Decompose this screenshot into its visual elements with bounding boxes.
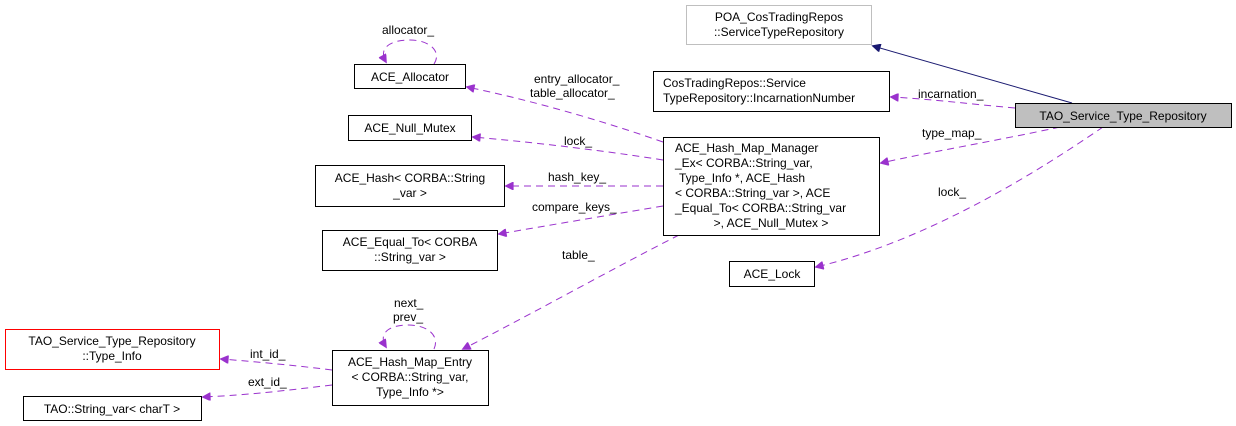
edge-next-prev-self: [383, 324, 436, 350]
node-label-line: ::String_var >: [374, 250, 446, 264]
edge-label-type-map: type_map_: [922, 126, 982, 140]
node-label-line: < CORBA::String_var >, ACE: [675, 186, 830, 200]
node-label-line: ACE_Hash_Map_Entry: [348, 355, 472, 369]
node-label-line: _Equal_To< CORBA::String_var: [674, 201, 846, 215]
node-ace-hash[interactable]: ACE_Hash< CORBA::String _var >: [315, 165, 505, 207]
node-label-line: _Ex< CORBA::String_var,: [674, 156, 813, 170]
node-label-line: >, ACE_Null_Mutex >: [714, 216, 829, 230]
node-label-line: ACE_Null_Mutex: [364, 121, 455, 135]
edge-label-next: next_: [394, 296, 424, 310]
edge-allocators: [467, 87, 664, 143]
edge-ext-id: [203, 384, 333, 397]
edge-label-prev: prev_: [393, 310, 423, 324]
node-tao-string-var[interactable]: TAO::String_var< charT >: [23, 396, 202, 421]
edge-label-int-id: int_id_: [250, 347, 286, 361]
node-ace-lock[interactable]: ACE_Lock: [729, 261, 815, 287]
edge-label-compare-keys: compare_keys_: [532, 200, 617, 214]
node-label-line: _var >: [392, 186, 427, 200]
edge-label-lock-mutex: lock_: [564, 134, 592, 148]
node-label-line: TAO_Service_Type_Repository: [1039, 109, 1206, 123]
edge-label-allocator-self: allocator_: [382, 23, 434, 37]
node-label-line: ::Type_Info: [82, 349, 142, 363]
edge-lock-repo: [816, 126, 1104, 267]
node-label-line: < CORBA::String_var,: [351, 370, 468, 384]
edge-compare-keys: [499, 205, 664, 234]
edge-label-lock-repo: lock_: [938, 185, 966, 199]
edge-incarnation: [891, 97, 1016, 109]
node-label-line: ::ServiceTypeRepository: [714, 25, 844, 39]
node-label-line: ACE_Lock: [744, 267, 802, 281]
node-label-line: ACE_Allocator: [371, 70, 449, 84]
edge-label-table: table_: [562, 248, 595, 262]
node-ace-hash-map-manager-ex[interactable]: ACE_Hash_Map_Manager _Ex< CORBA::String_…: [663, 137, 880, 236]
edge-int-id: [221, 359, 333, 371]
node-label-line: ACE_Hash_Map_Manager: [675, 141, 818, 155]
node-tao-service-type-repository[interactable]: TAO_Service_Type_Repository: [1015, 103, 1232, 128]
edge-lock-mutex: [473, 137, 664, 161]
node-ace-allocator[interactable]: ACE_Allocator: [354, 64, 466, 89]
edge-label-hash-key: hash_key_: [548, 170, 606, 184]
edge-label-table-allocator: table_allocator_: [530, 86, 615, 100]
node-type-info[interactable]: TAO_Service_Type_Repository ::Type_Info: [5, 329, 220, 370]
edge-allocator-self: [383, 39, 437, 65]
node-incarnation-number[interactable]: CosTradingRepos::Service TypeRepository:…: [653, 71, 890, 112]
node-label-line: TAO_Service_Type_Repository: [28, 334, 195, 348]
node-label-line: ACE_Hash< CORBA::String: [335, 171, 485, 185]
node-poa-service-type-repository[interactable]: POA_CosTradingRepos ::ServiceTypeReposit…: [686, 5, 872, 45]
node-label-line: ACE_Equal_To< CORBA: [343, 235, 477, 249]
node-label-line: TAO::String_var< charT >: [44, 402, 180, 416]
inheritance-edge-poa: [873, 46, 1073, 104]
node-ace-hash-map-entry[interactable]: ACE_Hash_Map_Entry < CORBA::String_var, …: [332, 350, 489, 406]
edge-table: [463, 234, 680, 349]
node-ace-equal-to[interactable]: ACE_Equal_To< CORBA ::String_var >: [322, 230, 498, 271]
edge-label-incarnation: incarnation_: [918, 87, 984, 101]
node-label-line: Type_Info *>: [376, 385, 444, 399]
edge-label-ext-id: ext_id_: [248, 375, 287, 389]
node-ace-null-mutex[interactable]: ACE_Null_Mutex: [348, 115, 472, 141]
node-label-line: TypeRepository::IncarnationNumber: [663, 91, 855, 105]
edge-label-entry-allocator: entry_allocator_: [534, 72, 620, 86]
node-label-line: CosTradingRepos::Service: [663, 76, 806, 90]
node-label-line: Type_Info *, ACE_Hash: [679, 171, 805, 185]
node-label-line: POA_CosTradingRepos: [715, 10, 843, 24]
